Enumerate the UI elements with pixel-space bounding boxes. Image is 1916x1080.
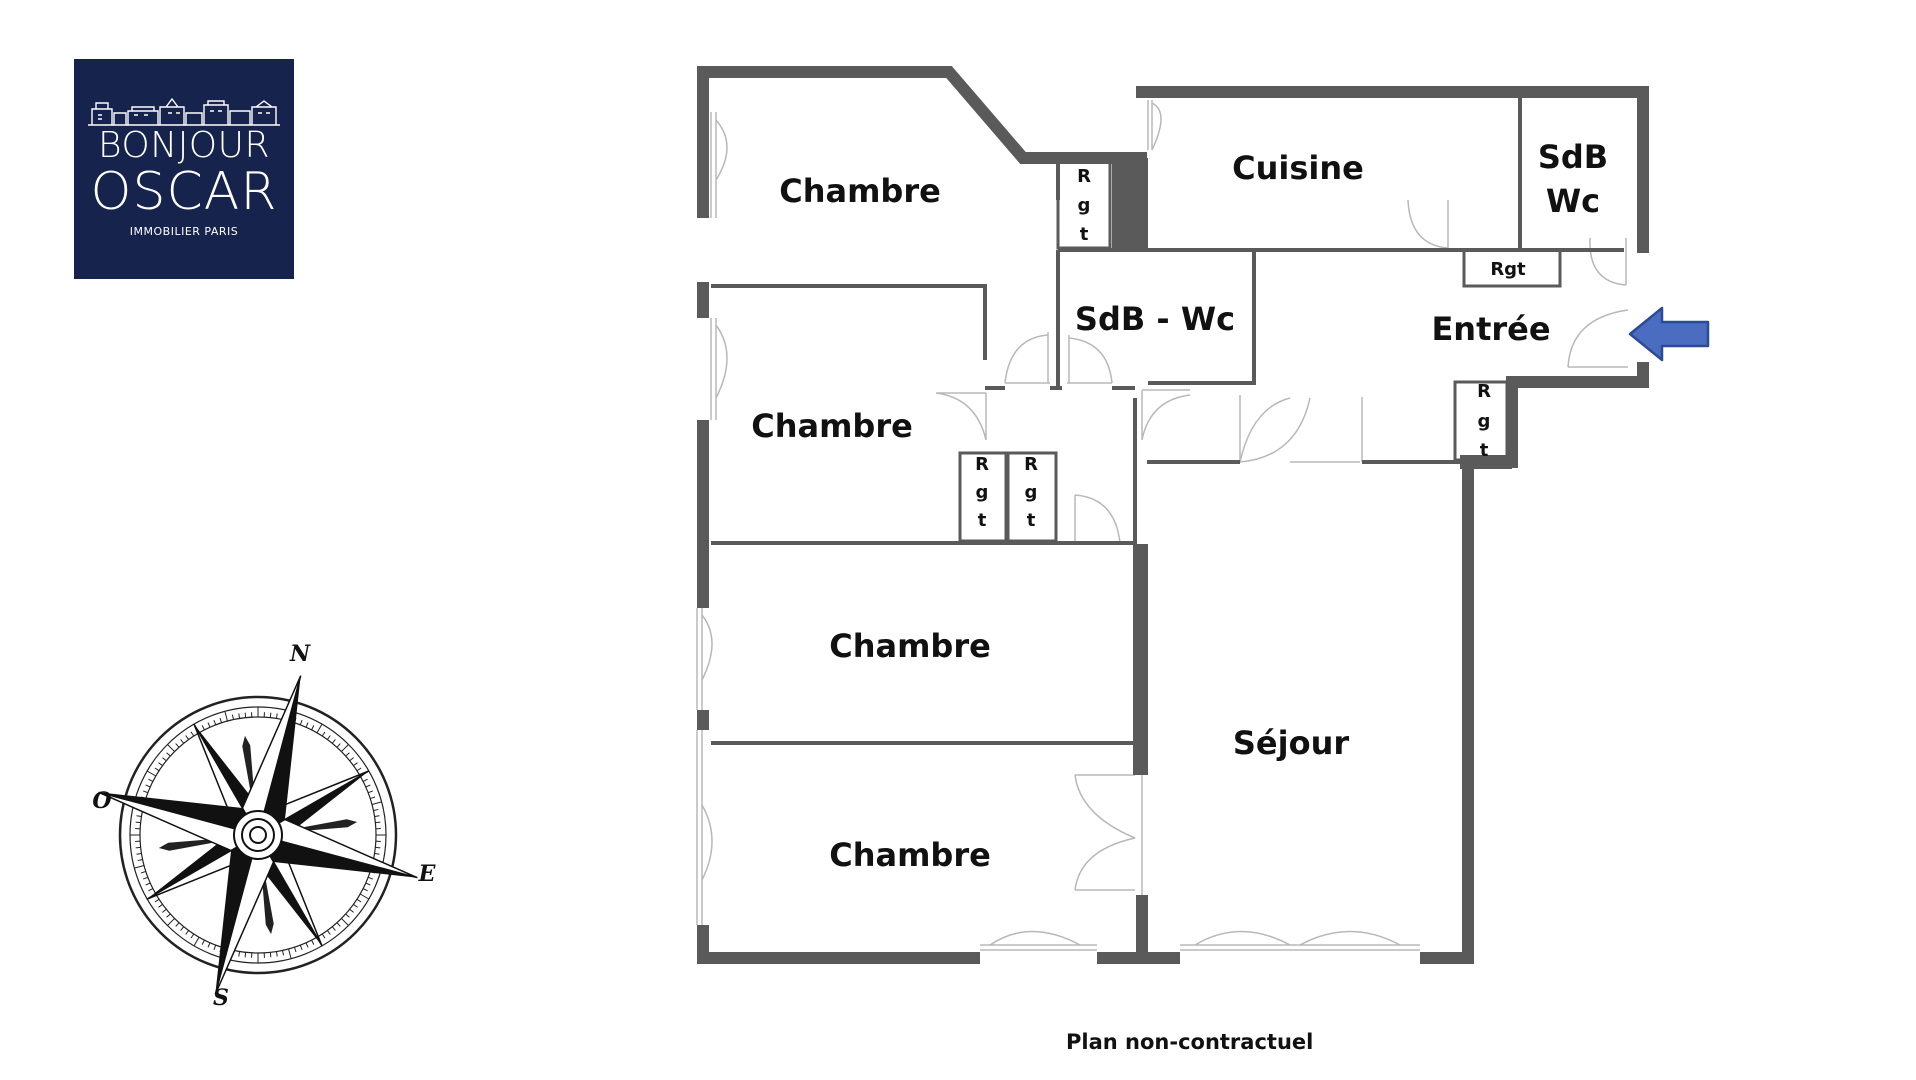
compass-label-n: N [289,641,311,667]
room-label-chambre-third: Chambre [829,627,991,665]
room-label-chambre-top: Chambre [779,172,941,210]
skyline-icon [88,97,280,126]
svg-text:t: t [1480,440,1489,461]
room-label-chambre-bottom: Chambre [829,836,991,874]
room-label-sejour: Séjour [1233,724,1349,762]
svg-text:R: R [1024,454,1038,475]
compass-label-s: S [213,985,229,1011]
plan-disclaimer: Plan non-contractuel [1066,1030,1314,1054]
svg-text:t: t [1027,510,1036,531]
svg-text:R: R [975,454,989,475]
doors-and-windows [696,100,1629,951]
svg-text:R: R [1477,381,1491,402]
rgt-label-top-closet: R g t [1077,166,1091,245]
logo-line-2: OSCAR [90,162,278,222]
interior-walls [711,98,1624,775]
room-label-sdb-top: SdB [1538,138,1608,176]
compass-rose-icon [98,675,418,995]
room-label-chambre-mid: Chambre [751,407,913,445]
compass-label-o: O [92,788,111,814]
room-label-entree: Entrée [1431,310,1550,348]
rgt-label-closet-a: R g t [975,454,989,531]
room-label-cuisine: Cuisine [1232,149,1364,187]
arrow-left-icon [1628,306,1710,362]
walls [697,66,1649,964]
storage-labels: Rgt R g t R g t R g t R g t [975,166,1526,531]
logo-line-3: IMMOBILIER PARIS [129,225,239,238]
logo-line-1: BONJOUR [97,125,271,166]
room-label-wc-top: Wc [1546,182,1600,220]
rgt-label-entree-closet: R g t [1477,381,1491,461]
svg-text:t: t [978,510,987,531]
svg-text:g: g [1078,195,1091,216]
svg-text:R: R [1077,166,1091,187]
svg-text:g: g [976,482,989,503]
room-label-sdb-wc: SdB - Wc [1075,300,1235,338]
rgt-label-closet-b: R g t [1024,454,1038,531]
rgt-label-horizontal: Rgt [1490,259,1526,280]
storage-closets [958,160,1562,543]
room-labels: Chambre Chambre Chambre Chambre Cuisine … [751,138,1608,874]
svg-text:g: g [1025,482,1038,503]
brand-logo: BONJOUR OSCAR IMMOBILIER PARIS [74,59,294,279]
svg-text:t: t [1080,224,1089,245]
svg-text:g: g [1478,411,1491,432]
compass-label-e: E [418,861,437,887]
